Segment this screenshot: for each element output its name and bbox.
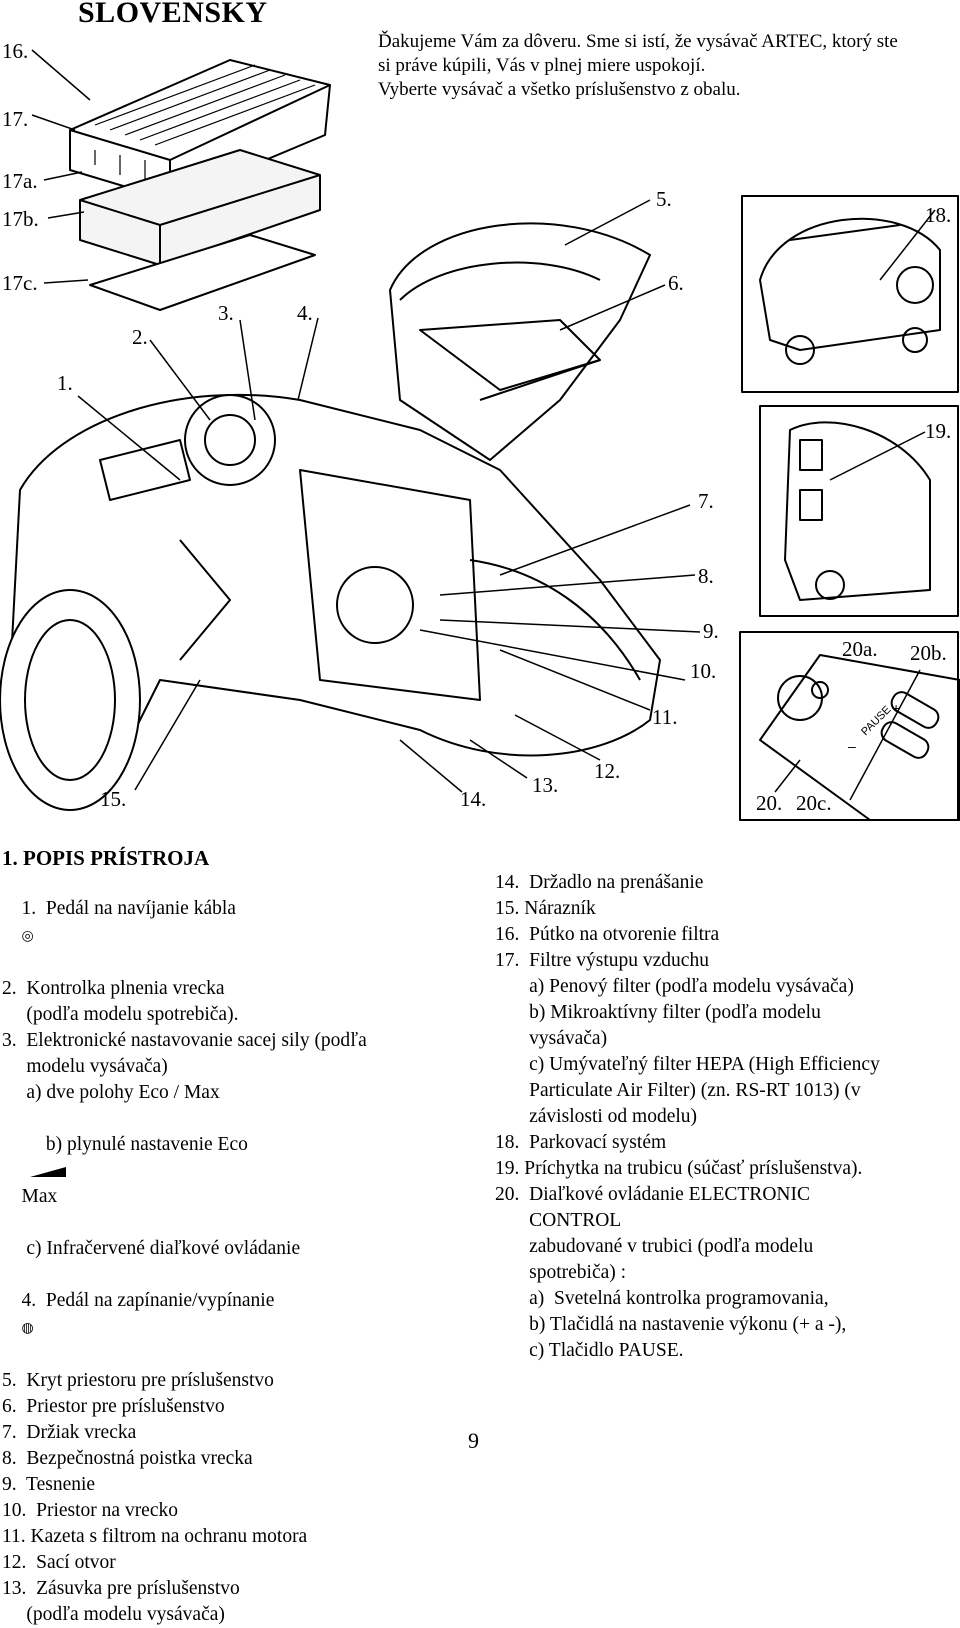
section-title: 1. POPIS PRÍSTROJA [2,846,210,870]
label-20: 20. [756,791,783,815]
label-17: 17. [2,107,29,131]
list-item: 2. Kontrolka plnenia vrecka [2,978,225,999]
list-item: a) Penový filter (podľa modelu vysávača) [495,976,854,997]
label-6: 6. [668,271,684,295]
list-item: b) Mikroaktívny filter (podľa modelu [495,1002,821,1023]
power-slope-icon [29,1166,66,1177]
remote-control-illustration [739,631,960,821]
label-14: 14. [460,787,487,811]
list-item: 6. Priestor pre príslušenstvo [2,1396,225,1417]
list-item: 20. Diaľkové ovládanie ELECTRONIC [495,1184,810,1205]
label-11: 11. [652,705,678,729]
list-item: 1. Pedál na navíjanie kábla ◎ [21,898,236,944]
page-header-title: SLOVENSKY [78,0,268,29]
label-17c: 17c. [2,271,38,295]
label-7: 7. [698,489,714,513]
intro-text: Ďakujeme Vám za dôveru. Sme si istí, že … [378,30,958,102]
foam-filter-illustration [79,149,321,266]
label-12: 12. [594,759,621,783]
list-item: zabudované v trubici (podľa modelu [495,1236,814,1257]
label-10: 10. [690,659,717,683]
label-4: 4. [297,301,313,325]
list-item: 8. Bezpečnostná poistka vrecka [2,1448,253,1469]
list-item: c) Infračervené diaľkové ovládanie [2,1238,301,1259]
label-16: 16. [2,39,29,63]
list-item: 13. Zásuvka pre príslušenstvo [2,1578,240,1599]
list-item: 11. Kazeta s filtrom na ochranu motora [2,1526,308,1547]
label-18: 18. [925,203,952,227]
micro-filter-illustration [89,234,316,311]
page-number: 9 [468,1428,479,1453]
list-item: c) Tlačidlo PAUSE. [495,1340,684,1361]
list-item: 9. Tesnenie [2,1474,96,1495]
label-8: 8. [698,564,714,588]
list-item: 3. Elektronické nastavovanie sacej sily … [2,1030,367,1051]
list-item: (podľa modelu vysávača) [2,1604,225,1625]
intro-line: Ďakujeme Vám za dôveru. Sme si istí, že … [378,31,898,52]
list-item: vysávača) [495,1028,608,1049]
list-item: modelu vysávača) [2,1056,168,1077]
filter-grille-illustration [69,59,331,201]
label-19: 19. [925,419,952,443]
label-5: 5. [656,187,672,211]
list-item: b) Tlačidlá na nastavenie výkonu (+ a -)… [495,1314,847,1335]
list-item: 19. Príchytka na trubicu (súčasť prísluš… [495,1158,863,1179]
intro-line: si práve kúpili, Vás v plnej miere uspok… [378,55,706,76]
list-item: b) plynulé nastavenie Eco Max [21,1134,248,1207]
right-column: 14. Držadlo na prenášanie 15. Nárazník 1… [495,870,957,1364]
list-item: 18. Parkovací systém [495,1132,667,1153]
label-15: 15. [100,787,127,811]
label-9: 9. [703,619,719,643]
list-item: 14. Držadlo na prenášanie [495,872,704,893]
list-item: (podľa modelu spotrebiča). [2,1004,239,1025]
label-17a: 17a. [2,169,38,193]
accessory-lid-illustration [389,222,651,461]
label-2: 2. [132,325,148,349]
list-item: závislosti od modelu) [495,1106,698,1127]
minus-label: – [848,738,856,754]
list-item: 17. Filtre výstupu vzduchu [495,950,709,971]
list-item: a) Svetelná kontrolka programovania, [495,1288,829,1309]
label-13: 13. [532,773,559,797]
list-item: 15. Nárazník [495,898,596,919]
list-item: 10. Priestor na vrecko [2,1500,178,1521]
label-3: 3. [218,301,234,325]
leader-lines [31,49,936,801]
intro-line: Vyberte vysávač a všetko príslušenstvo z… [378,79,741,100]
list-item: 16. Pútko na otvorenie filtra [495,924,720,945]
plus-label: + [892,700,901,716]
list-item: a) dve polohy Eco / Max [2,1082,220,1103]
left-column: 1. Pedál na navíjanie kábla ◎ 2. Kontrol… [2,870,472,1628]
label-20b: 20b. [910,641,947,665]
vacuum-cleaner-diagram [0,49,960,821]
list-item: c) Umývateľný filter HEPA (High Efficien… [495,1054,880,1075]
list-item: CONTROL [495,1210,622,1231]
power-icon: ◍ [21,1321,34,1336]
list-item: 12. Sací otvor [2,1552,116,1573]
list-item: 7. Držiak vrecka [2,1422,137,1443]
list-item: Particulate Air Filter) (zn. RS-RT 1013)… [495,1080,861,1101]
list-item: 5. Kryt priestoru pre príslušenstvo [2,1370,274,1391]
cable-rewind-icon: ◎ [21,929,34,944]
vacuum-body-illustration [0,393,661,811]
label-20c: 20c. [796,791,832,815]
label-17b: 17b. [2,207,39,231]
label-1: 1. [57,371,73,395]
list-item: 4. Pedál na zapínanie/vypínanie ◍ [21,1290,275,1336]
tube-clip-illustration [759,405,959,617]
parking-system-illustration [741,195,959,393]
label-20a: 20a. [842,637,878,661]
list-item: spotrebiča) : [495,1262,627,1283]
